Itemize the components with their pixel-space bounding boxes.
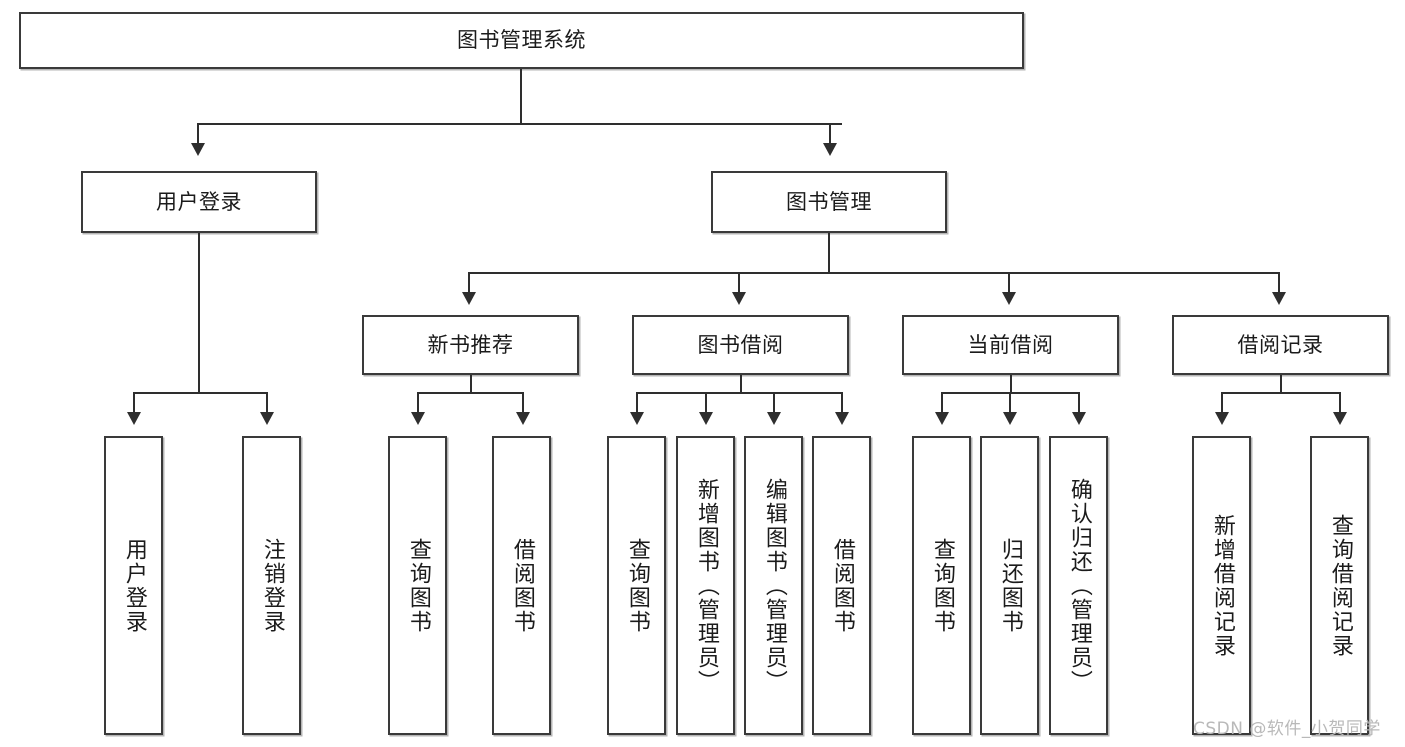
node-label: 图书管理系统 <box>457 28 586 53</box>
node-label: 注销登录 <box>259 537 285 634</box>
connector-level3-drop-2 <box>738 272 740 294</box>
node-label: 借阅记录 <box>1237 332 1324 357</box>
connector-book-borrow-drop-3 <box>773 392 775 414</box>
leaf-query-book-1[interactable]: 查询图书 <box>388 436 447 735</box>
node-label: 当前借阅 <box>967 332 1054 357</box>
connector-new-book-recommend-drop-2 <box>522 392 524 414</box>
arrowhead-to-book-management <box>823 143 837 156</box>
arrowhead-to-book-borrow <box>732 292 746 305</box>
node-label: 查询借阅记录 <box>1327 513 1353 658</box>
connector-root-drop-left <box>197 123 199 145</box>
arrowhead-to-leaf-add-record <box>1215 412 1229 425</box>
connector-user-login-drop-1 <box>133 392 135 414</box>
connector-book-management-stem <box>828 233 830 273</box>
node-label: 图书管理 <box>786 189 872 214</box>
node-label: 查询图书 <box>929 537 955 634</box>
node-label: 借阅图书 <box>509 537 535 634</box>
connector-user-login-drop-2 <box>266 392 268 414</box>
connector-book-borrow-stem <box>740 375 742 393</box>
arrowhead-to-leaf-edit-book <box>767 412 781 425</box>
connector-current-borrow-stem <box>1010 375 1012 393</box>
arrowhead-to-leaf-query-book-3 <box>935 412 949 425</box>
node-label: 编辑图书（管理员） <box>761 477 787 694</box>
node-label: 新增借阅记录 <box>1209 513 1235 658</box>
node-label: 借阅图书 <box>829 537 855 634</box>
arrowhead-to-leaf-borrow-book-2 <box>835 412 849 425</box>
node-label: 查询图书 <box>405 537 431 634</box>
connector-borrow-record-drop-1 <box>1221 392 1223 414</box>
connector-borrow-record-stem <box>1280 375 1282 393</box>
node-label: 用户登录 <box>156 189 242 214</box>
node-borrow-record[interactable]: 借阅记录 <box>1172 315 1389 375</box>
connector-user-login-bus <box>133 392 267 394</box>
connector-level3-drop-3 <box>1008 272 1010 294</box>
node-root-book-management-system[interactable]: 图书管理系统 <box>19 12 1024 69</box>
arrowhead-to-leaf-user-login <box>127 412 141 425</box>
node-label: 图书借阅 <box>697 332 784 357</box>
node-book-management[interactable]: 图书管理 <box>711 171 947 233</box>
arrowhead-to-user-login <box>191 143 205 156</box>
node-label: 新书推荐 <box>427 332 514 357</box>
connector-level3-drop-4 <box>1278 272 1280 294</box>
arrowhead-to-leaf-add-book <box>699 412 713 425</box>
node-label: 查询图书 <box>624 537 650 634</box>
arrowhead-to-leaf-borrow-book-1 <box>516 412 530 425</box>
node-book-borrow[interactable]: 图书借阅 <box>632 315 849 375</box>
node-label: 用户登录 <box>121 537 147 634</box>
arrowhead-to-leaf-confirm-return <box>1072 412 1086 425</box>
leaf-add-book[interactable]: 新增图书（管理员） <box>676 436 735 735</box>
leaf-edit-book[interactable]: 编辑图书（管理员） <box>744 436 803 735</box>
connector-level3-drop-1 <box>468 272 470 294</box>
arrowhead-to-new-book-recommend <box>462 292 476 305</box>
arrowhead-to-leaf-logout-login <box>260 412 274 425</box>
connector-book-borrow-drop-4 <box>841 392 843 414</box>
connector-book-borrow-drop-2 <box>705 392 707 414</box>
node-new-book-recommend[interactable]: 新书推荐 <box>362 315 579 375</box>
connector-root-bus <box>197 123 842 125</box>
node-user-login[interactable]: 用户登录 <box>81 171 317 233</box>
connector-current-borrow-drop-1 <box>941 392 943 414</box>
node-label: 确认归还（管理员） <box>1066 477 1092 694</box>
node-label: 归还图书 <box>997 537 1023 634</box>
connector-new-book-recommend-drop-1 <box>417 392 419 414</box>
node-label: 新增图书（管理员） <box>693 477 719 694</box>
leaf-user-login[interactable]: 用户登录 <box>104 436 163 735</box>
connector-borrow-record-bus <box>1221 392 1340 394</box>
connector-root-drop-right <box>829 123 831 145</box>
connector-level3-bus <box>468 272 1279 274</box>
leaf-query-book-3[interactable]: 查询图书 <box>912 436 971 735</box>
connector-root-stem <box>520 69 522 124</box>
connector-borrow-record-drop-2 <box>1339 392 1341 414</box>
leaf-query-book-2[interactable]: 查询图书 <box>607 436 666 735</box>
connector-new-book-recommend-bus <box>417 392 523 394</box>
leaf-confirm-return[interactable]: 确认归还（管理员） <box>1049 436 1108 735</box>
connector-current-borrow-drop-2 <box>1009 392 1011 414</box>
node-current-borrow[interactable]: 当前借阅 <box>902 315 1119 375</box>
arrowhead-to-current-borrow <box>1002 292 1016 305</box>
leaf-add-record[interactable]: 新增借阅记录 <box>1192 436 1251 735</box>
arrowhead-to-borrow-record <box>1272 292 1286 305</box>
connector-new-book-recommend-stem <box>470 375 472 393</box>
leaf-logout-login[interactable]: 注销登录 <box>242 436 301 735</box>
connector-user-login-stem <box>198 233 200 393</box>
arrowhead-to-leaf-query-book-1 <box>411 412 425 425</box>
leaf-borrow-book-2[interactable]: 借阅图书 <box>812 436 871 735</box>
connector-book-borrow-drop-1 <box>636 392 638 414</box>
arrowhead-to-leaf-query-book-2 <box>630 412 644 425</box>
arrowhead-to-leaf-query-record <box>1333 412 1347 425</box>
leaf-query-record[interactable]: 查询借阅记录 <box>1310 436 1369 735</box>
leaf-return-book[interactable]: 归还图书 <box>980 436 1039 735</box>
leaf-borrow-book-1[interactable]: 借阅图书 <box>492 436 551 735</box>
connector-current-borrow-drop-3 <box>1078 392 1080 414</box>
connector-book-borrow-bus <box>636 392 843 394</box>
arrowhead-to-leaf-return-book <box>1003 412 1017 425</box>
